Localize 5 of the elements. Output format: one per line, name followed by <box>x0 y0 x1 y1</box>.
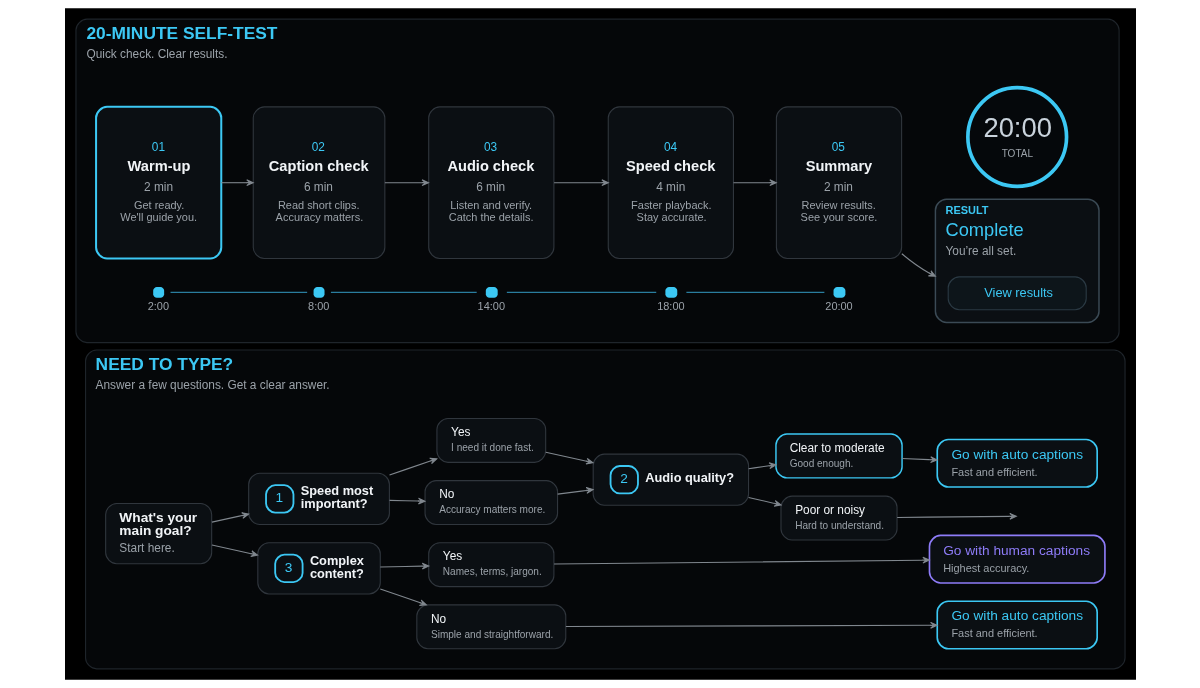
node-label: 18:00 <box>656 300 685 313</box>
node-label: 14:00 <box>477 300 505 313</box>
node-label: 20:00 <box>824 300 853 313</box>
node-label: 2:00 <box>147 300 169 313</box>
node-label: 8:00 <box>307 300 329 313</box>
